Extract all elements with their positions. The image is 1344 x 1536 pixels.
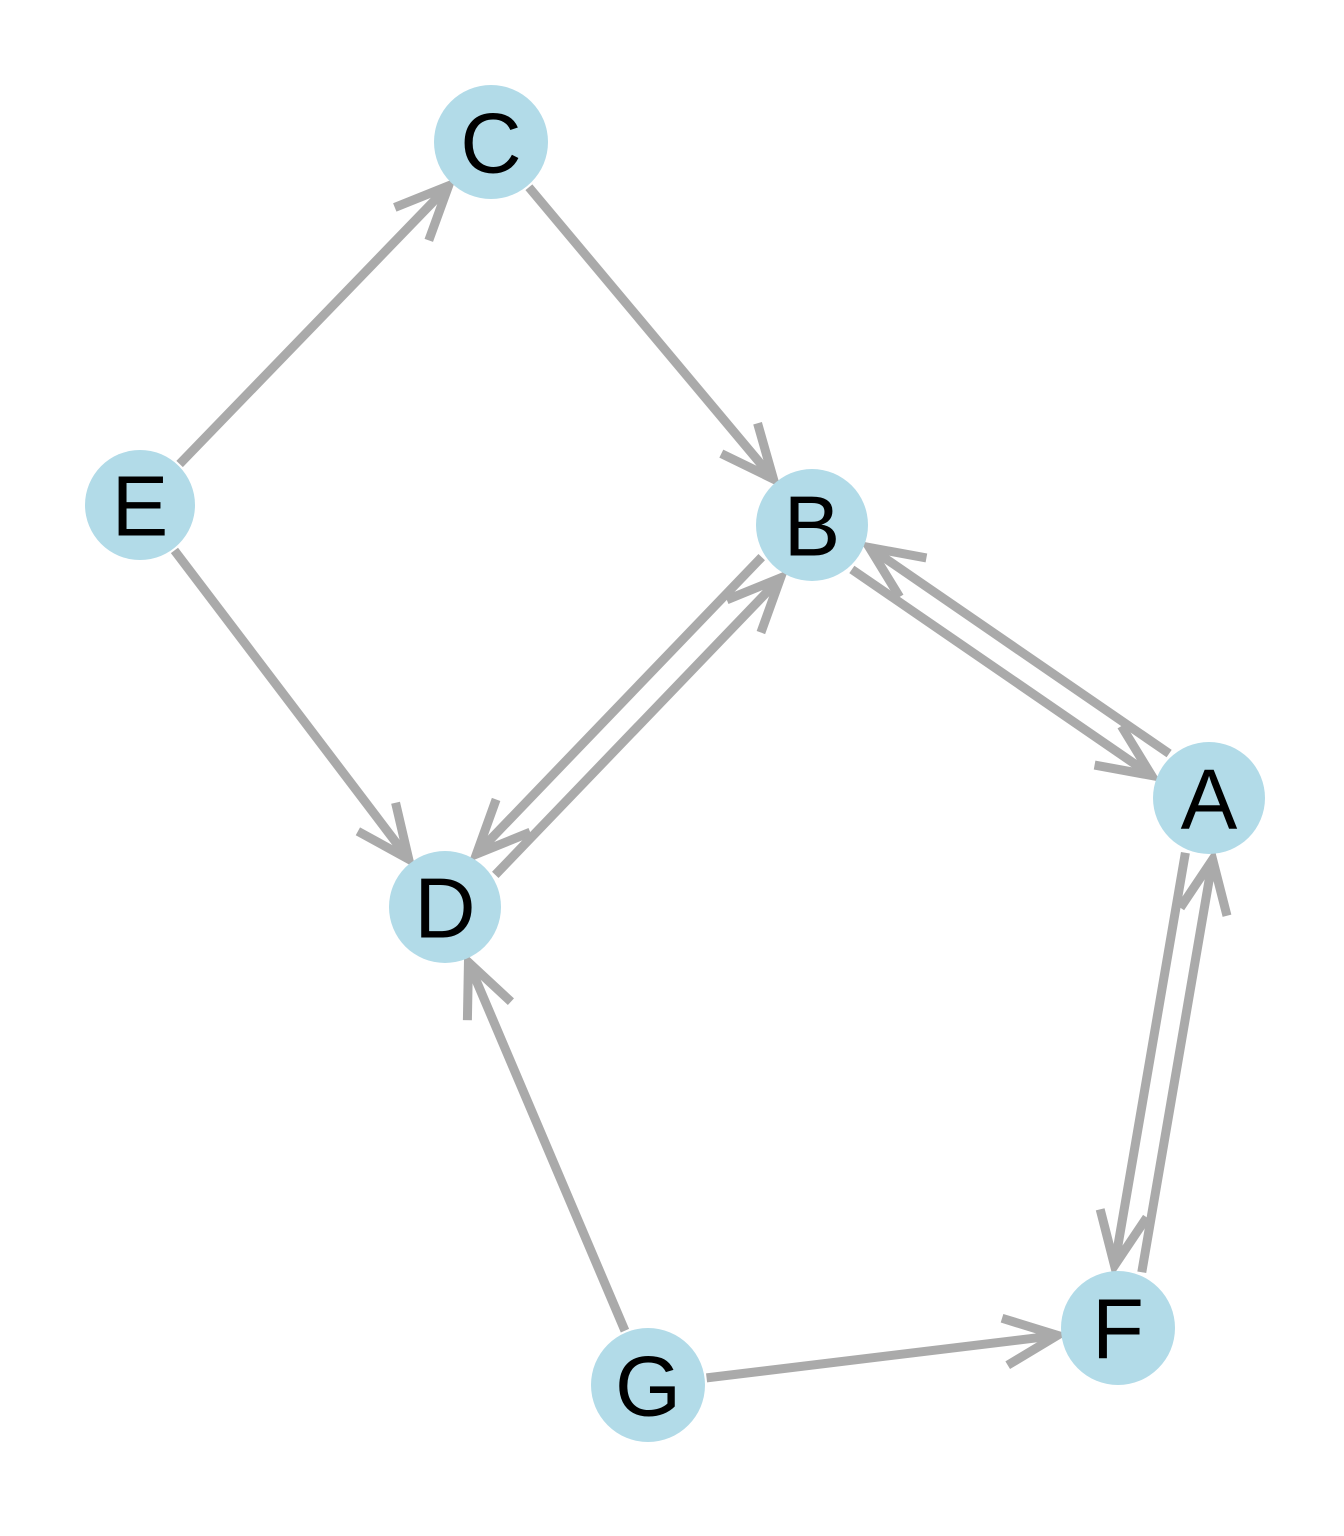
edge-arrowhead <box>393 177 457 242</box>
edge-arrowhead <box>719 421 781 488</box>
node-circle-b[interactable] <box>756 469 868 581</box>
graph-node-b[interactable]: B <box>756 469 868 581</box>
edge-shaft <box>525 184 777 482</box>
edge-shaft <box>473 554 765 858</box>
graph-edge-a-to-b <box>860 541 1172 758</box>
graph-edge-g-to-f <box>706 1313 1069 1383</box>
graph-edge-d-to-b <box>492 570 789 878</box>
graph-edge-b-to-d <box>468 554 765 862</box>
edge-arrowhead <box>1000 1313 1069 1370</box>
graph-edge-f-to-a <box>1137 848 1232 1273</box>
edge-shaft <box>492 574 784 878</box>
node-circle-c[interactable] <box>434 85 548 199</box>
graph-edge-e-to-c <box>176 177 457 468</box>
graph-node-f[interactable]: F <box>1061 1271 1175 1385</box>
edge-arrowhead <box>725 570 789 635</box>
edge-arrowhead <box>355 801 416 868</box>
edge-shaft <box>1137 858 1218 1273</box>
edge-arrowhead <box>1176 848 1232 917</box>
edge-shaft <box>170 547 413 862</box>
graph-node-c[interactable]: C <box>434 85 548 199</box>
graph-node-a[interactable]: A <box>1153 742 1265 854</box>
graph-edge-e-to-d <box>170 547 416 868</box>
edge-shaft <box>464 960 630 1333</box>
edges-layer <box>170 177 1232 1383</box>
edge-arrowhead <box>468 797 532 862</box>
node-circle-d[interactable] <box>389 851 501 963</box>
graph-edge-c-to-b <box>525 184 781 488</box>
graph-node-d[interactable]: D <box>389 851 501 963</box>
graph-edge-b-to-a <box>849 565 1161 782</box>
node-circle-e[interactable] <box>85 450 195 560</box>
node-circle-f[interactable] <box>1061 1271 1175 1385</box>
node-circle-a[interactable] <box>1153 742 1265 854</box>
graph-node-e[interactable]: E <box>85 450 195 560</box>
nodes-layer: C E B A D F G <box>85 85 1265 1442</box>
edge-arrowhead <box>860 541 928 600</box>
edge-shaft <box>176 182 452 468</box>
edge-arrowhead <box>1095 1208 1151 1277</box>
edge-arrowhead <box>1093 723 1161 782</box>
graph-edge-g-to-d <box>462 952 630 1333</box>
edge-arrowhead <box>462 952 514 1021</box>
edge-shaft <box>849 565 1155 780</box>
node-circle-g[interactable] <box>591 1328 705 1442</box>
graph-edge-a-to-f <box>1095 852 1190 1277</box>
edge-shaft <box>706 1330 1058 1383</box>
graph-node-g[interactable]: G <box>591 1328 705 1442</box>
edge-shaft <box>1110 852 1190 1267</box>
edge-shaft <box>866 543 1172 758</box>
